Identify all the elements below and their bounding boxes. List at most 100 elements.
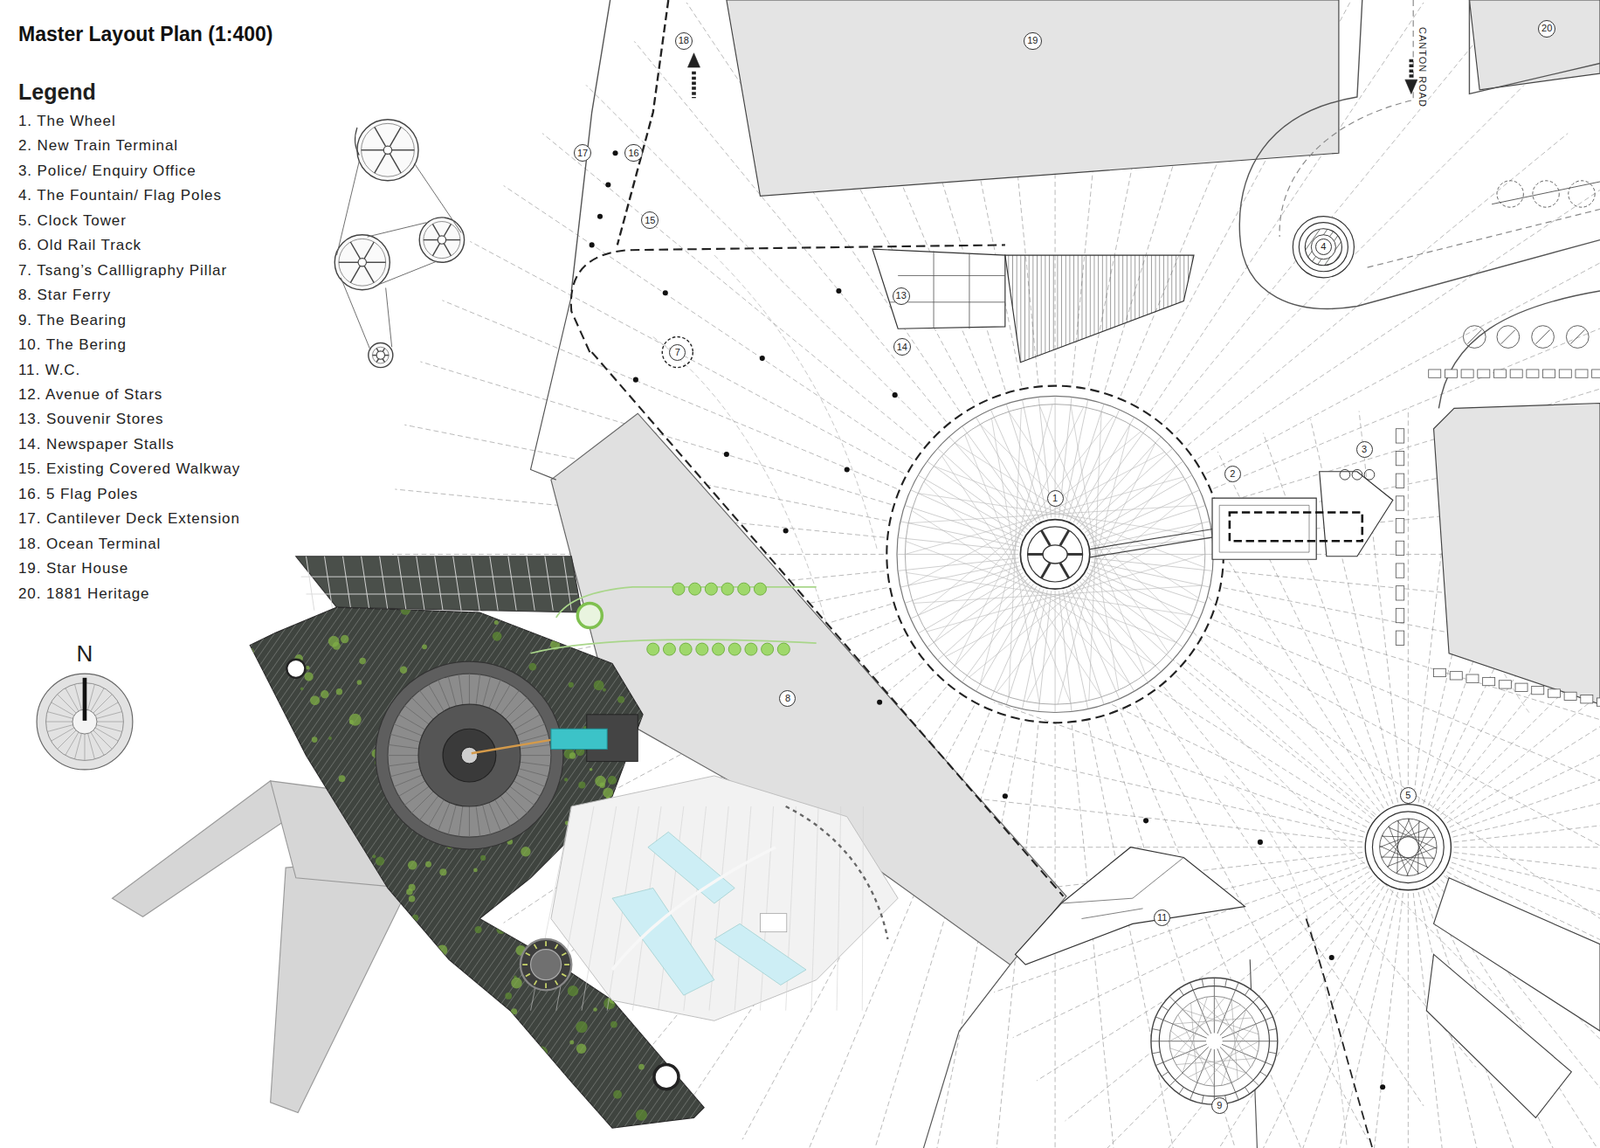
plan-title: Master Layout Plan (1:400) [18,22,273,47]
bearing [1225,979,1228,987]
gear-diagram [361,149,385,151]
planting [564,777,568,781]
tree-symbol [1467,329,1482,344]
north-compass [36,673,133,770]
planting [593,679,605,690]
planting [489,1092,497,1100]
north-compass [46,721,73,723]
callout-circle: 19 [1023,32,1042,50]
tree-symbol [1496,325,1520,349]
rendered-bearing [561,973,566,977]
planting [386,905,393,912]
rendered-wheel [482,675,491,706]
bench-symbol [1395,496,1404,511]
callout-number: 11 [1157,912,1167,923]
bearing [1213,995,1251,1068]
paving-line [1174,885,1384,1148]
belt-line [337,161,463,351]
callout-number: 3 [1361,444,1367,455]
legend-entry: 1. The Wheel [18,111,117,132]
wheel-pattern [1069,409,1120,521]
legend-entry: 2. New Train Terminal [18,136,179,156]
planting [352,958,363,969]
clock-tower [1407,818,1428,869]
planting [372,854,376,858]
bearing [1172,997,1226,1059]
planting [262,624,273,635]
gear-diagram [437,235,446,244]
wheel-hub [1042,544,1068,564]
planting [292,799,297,804]
callout-number: 17 [577,148,588,159]
gear-diagram [423,239,438,241]
gear-diagram [338,238,387,286]
road-name: CANTON ROAD [1417,25,1428,110]
planting [464,1046,474,1056]
bollard [844,466,850,472]
planting [239,826,251,838]
rendered-bearing [544,940,547,946]
callout-circle: 20 [1537,20,1556,38]
planting [329,1093,338,1103]
callout-circle: 8 [779,689,796,707]
tree-symbol [737,582,751,595]
callout-circle: 17 [573,144,592,162]
bench-symbol [1395,450,1404,465]
wheel-pattern [1055,590,1056,712]
planting [680,601,688,609]
bollard [1379,1083,1386,1090]
rendered-wheel [387,754,419,756]
lane-marking [1279,0,1414,237]
clock-tower [1406,827,1429,876]
callout-number: 19 [1027,35,1038,46]
wheel-pattern [954,442,1199,599]
gear-diagram [364,265,374,283]
rendered-wheel [393,774,422,787]
tree-symbol [1531,325,1555,349]
north-compass [74,683,82,710]
gear-diagram [368,343,394,368]
wheel-pattern [1026,442,1156,702]
symbol [1339,468,1351,480]
gear-diagram [334,234,390,290]
bearing [1179,988,1184,996]
gear-diagram [372,354,377,356]
clock-tower [1381,820,1421,858]
tree-symbol [1491,181,1600,205]
planting [278,744,285,751]
clock-tower [1379,827,1430,848]
bench-symbol [1395,630,1404,645]
planting [303,671,313,681]
bearing [1169,996,1176,1003]
pool [648,831,735,904]
bearing [1169,1004,1242,1042]
paving-line [1310,891,1399,1148]
callout-number: 18 [678,35,690,46]
callout-circle: 9 [1211,1096,1228,1114]
newspaper-stalls [1005,255,1194,363]
symbol [1351,468,1363,480]
clock-tower [1396,835,1435,873]
planting [480,855,486,861]
bench-symbol [1547,689,1560,697]
clock-tower [1381,856,1435,858]
planting [242,647,255,659]
planting [292,745,297,750]
gear-diagram [443,243,451,256]
north-compass [96,721,124,723]
planting [686,665,691,670]
planting [608,643,616,651]
road-edge [1468,0,1600,94]
wheel-pattern [927,575,1026,648]
deck-grid [434,556,443,611]
road-edge [1438,290,1600,408]
bearing [1268,1051,1276,1054]
bearing [1231,999,1238,1079]
rendered-bearing [525,952,531,956]
planting [246,767,259,780]
planting [461,990,473,1002]
rendered-wheel [428,799,445,826]
paving-line [1262,889,1394,1148]
wheel-pattern [969,493,1193,678]
